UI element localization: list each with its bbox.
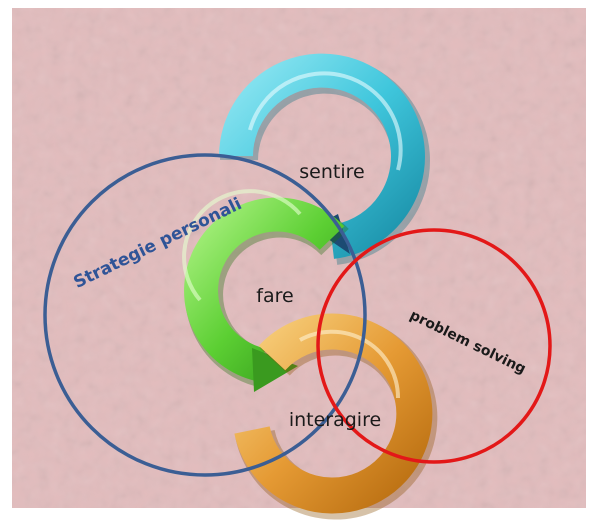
fare-label: fare (256, 285, 293, 307)
problem-solving-circle (316, 228, 552, 464)
sentire-label: sentire (299, 161, 364, 183)
strategie-personali-circle (43, 153, 367, 477)
fare-arrowhead (252, 348, 298, 392)
interagire-label: interagire (289, 409, 381, 431)
fare-arrow (182, 189, 349, 392)
